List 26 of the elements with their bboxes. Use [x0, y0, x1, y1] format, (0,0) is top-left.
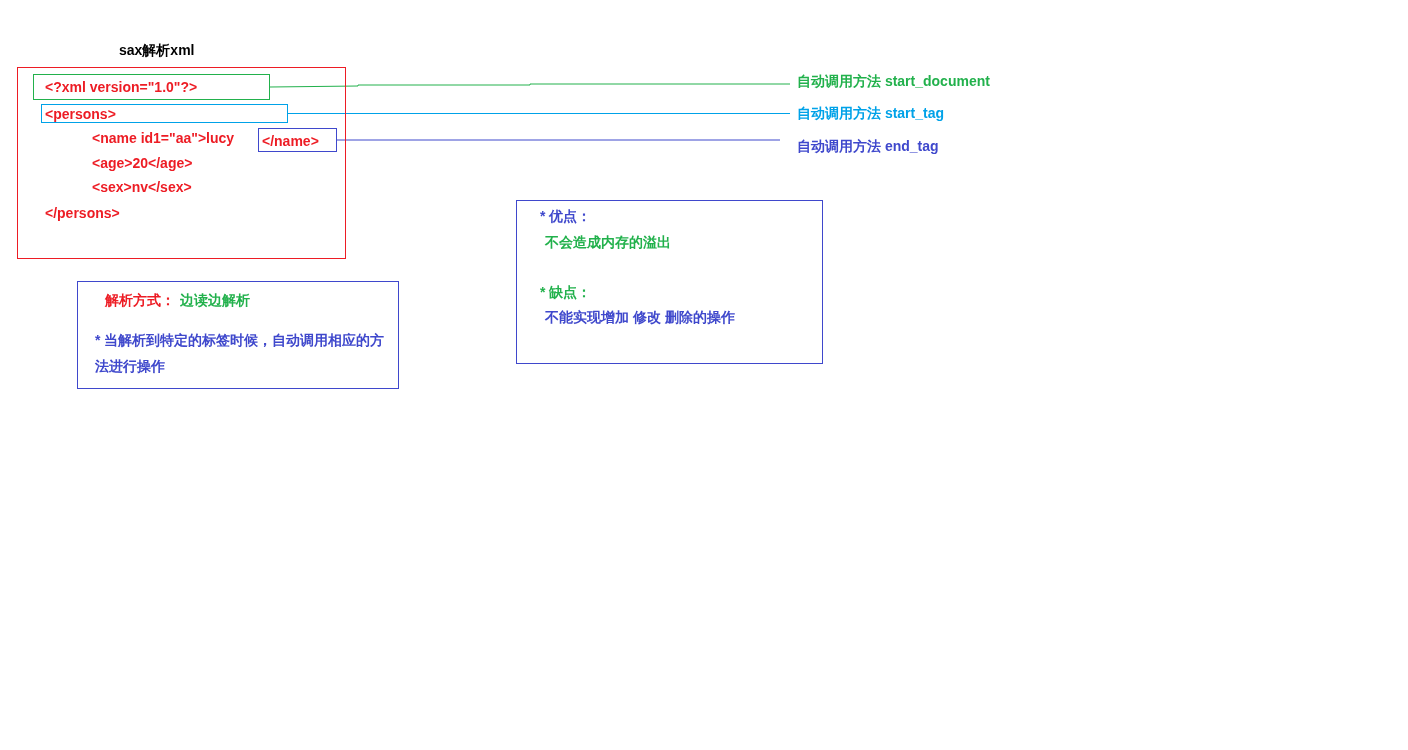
- note-heading: * 缺点：: [540, 283, 592, 301]
- xml-line: </name>: [262, 132, 319, 150]
- note-text: 不会造成内存的溢出: [545, 233, 671, 251]
- xml-line: <sex>nv</sex>: [92, 178, 192, 196]
- note-text: * 当解析到特定的标签时候，自动调用相应的方法进行操作: [95, 331, 386, 376]
- xml-line: <age>20</age>: [92, 154, 193, 172]
- connector-line: [269, 83, 791, 88]
- note-heading: 解析方式：: [105, 291, 175, 309]
- xml-line: <persons>: [45, 105, 116, 123]
- callout-text: 自动调用方法 start_document: [797, 72, 990, 90]
- highlight-box: [41, 104, 288, 123]
- highlight-box: [258, 128, 337, 152]
- xml-line: </persons>: [45, 204, 120, 222]
- note-text: 不能实现增加 修改 删除的操作: [545, 308, 735, 326]
- note-box: [516, 200, 823, 364]
- highlight-box: [33, 74, 270, 100]
- note-box: [77, 281, 399, 389]
- callout-text: 自动调用方法 end_tag: [797, 137, 939, 155]
- connector-line: [336, 139, 781, 141]
- box-heading: sax解析xml: [119, 41, 195, 59]
- xml-line: <?xml version="1.0"?>: [45, 78, 198, 96]
- callout-text: 自动调用方法 start_tag: [797, 104, 945, 122]
- note-heading: * 优点：: [540, 207, 592, 225]
- note-heading-value: 边读边解析: [180, 291, 250, 309]
- connector-line: [287, 113, 791, 114]
- xml-line: <name id1="aa">lucy: [92, 129, 235, 147]
